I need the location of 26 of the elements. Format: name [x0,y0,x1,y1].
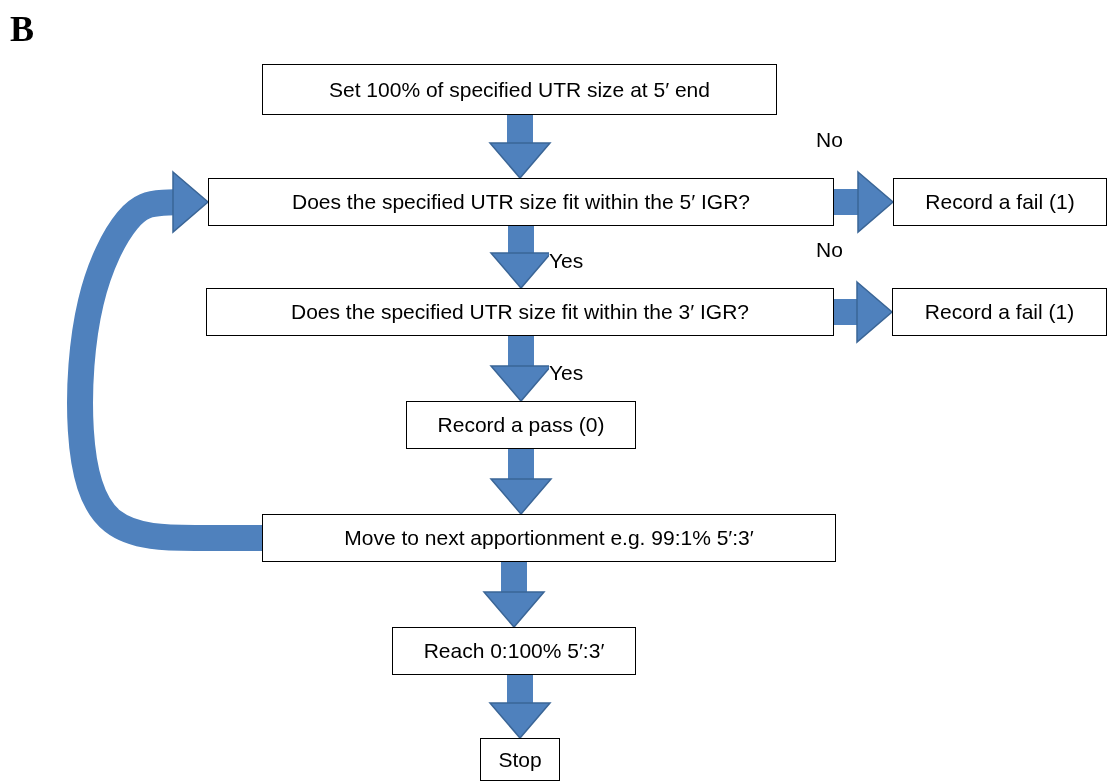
process-box [392,627,636,675]
process-box [262,514,836,562]
box-text: Move to next apportionment e.g. 99:1% 5′:3′ [344,526,754,550]
block-arrow [483,562,545,628]
block-arrow [834,171,894,233]
process-box [406,401,636,449]
process-box [480,738,560,781]
box-text: Does the specified UTR size fit within the 5′ IGR? [292,190,750,214]
box-text: Record a pass (0) [437,413,605,437]
box-text: Reach 0:100% 5′:3′ [423,639,605,663]
box-text: Record a fail (1) [924,300,1075,324]
box-text: Does the specified UTR size fit within the 3′ IGR? [291,300,749,324]
block-arrow [489,115,551,179]
block-arrow [67,171,265,551]
box-text: Stop [498,747,542,772]
panel-letter: B [10,8,34,50]
block-arrow [489,675,551,739]
block-arrow [834,281,893,343]
box-text: Set 100% of specified UTR size at 5′ end [329,77,710,102]
process-box [206,288,834,336]
process-box [892,288,1107,336]
block-arrow [490,449,552,515]
box-text: Record a fail (1) [925,190,1075,214]
process-box [208,178,834,226]
process-box [893,178,1107,226]
process-box [262,64,777,115]
